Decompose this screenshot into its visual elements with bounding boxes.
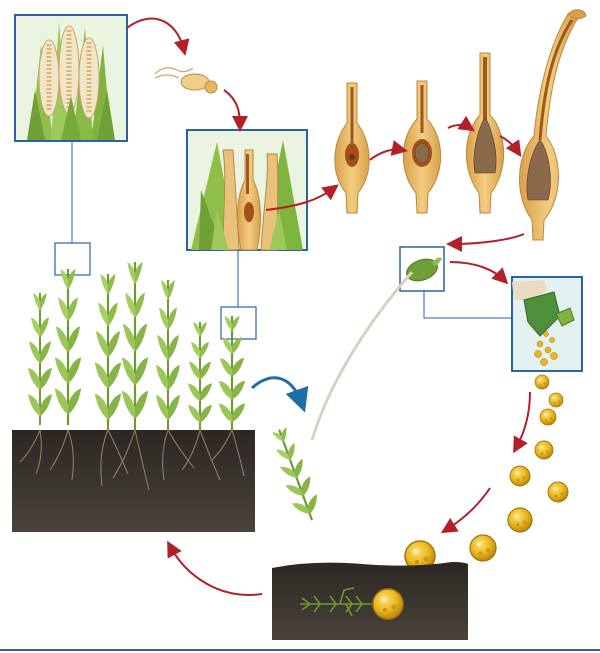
arrow-to-sperm: [126, 17, 190, 56]
arrow-to-colony: [167, 540, 263, 596]
lifecycle-arrows: [126, 17, 531, 596]
inset-box-female: [220, 306, 257, 340]
developing-sporophyte-icon: [334, 9, 587, 241]
sporophyte-stage-2: [402, 80, 442, 214]
rhizoids: [19, 429, 245, 491]
sporophyte-stage-1: [334, 82, 370, 214]
arrow-colony-to-sporophyte: [250, 376, 309, 413]
arrow-to-capsule-closeup: [449, 261, 509, 285]
arrow-to-sporophyte-3: [447, 115, 475, 132]
soil-block: [12, 430, 255, 532]
arrow-to-sporophyte-2: [369, 140, 408, 161]
spore-icon: [404, 374, 569, 572]
antheridia-magnified-icon: [14, 14, 128, 142]
archegonia-magnified-icon: [186, 129, 308, 251]
arrow-to-sporophyte-1: [265, 184, 339, 211]
sporophyte-stage-4: [519, 9, 587, 241]
protonema-icon: [272, 562, 468, 640]
arrow-to-capsule: [446, 233, 525, 252]
capsule-icon: [399, 246, 445, 292]
young-gametophyte-with-sporophyte-icon: [265, 271, 414, 527]
moss-gametophytes-icon: [12, 262, 255, 532]
arrow-to-archegonia: [223, 89, 248, 132]
arrow-spores-falling: [513, 391, 531, 454]
sporophyte-stage-3: [465, 52, 505, 214]
sperm-cell-icon: [154, 67, 218, 94]
arrow-to-sporophyte-4: [499, 135, 522, 157]
inset-box-male: [54, 242, 91, 276]
capsule-releasing-spores-icon: [511, 276, 583, 372]
arrow-to-protonema: [440, 487, 491, 534]
inset-connectors: [71, 141, 512, 319]
